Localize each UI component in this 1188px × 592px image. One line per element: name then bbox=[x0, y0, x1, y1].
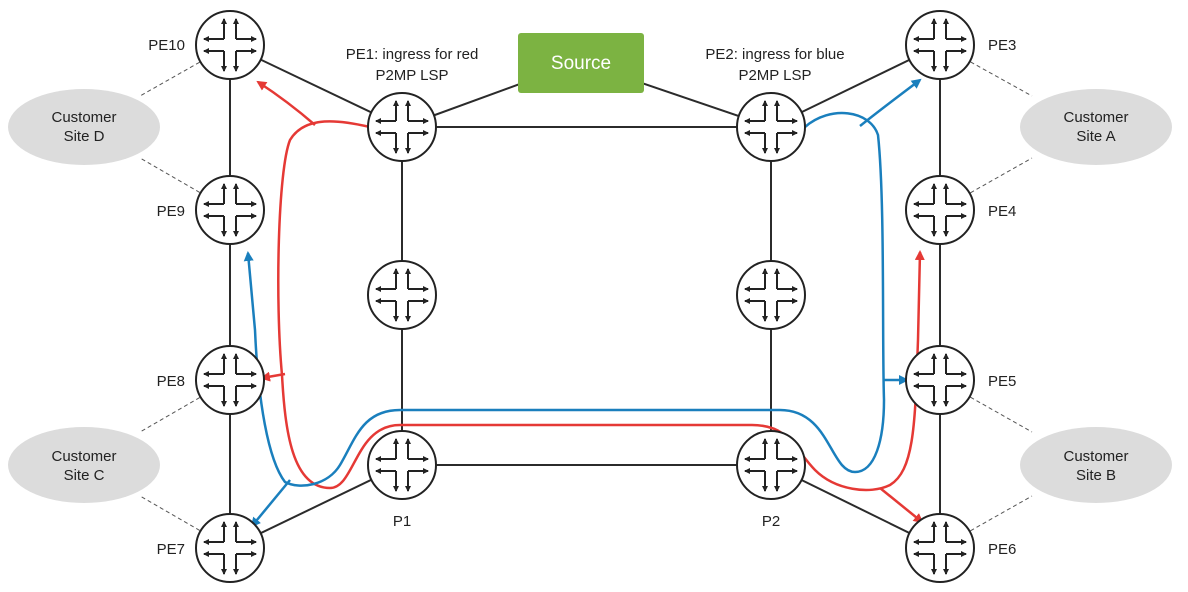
svg-text:Site B: Site B bbox=[1076, 467, 1116, 484]
label-pe8: PE8 bbox=[157, 373, 185, 390]
router-icon bbox=[906, 176, 974, 244]
router-icon bbox=[737, 261, 805, 329]
svg-text:Customer: Customer bbox=[51, 109, 116, 126]
svg-text:Source: Source bbox=[551, 53, 611, 74]
label-pe7: PE7 bbox=[157, 541, 185, 558]
router-pe4 bbox=[906, 176, 974, 244]
site-attachments bbox=[139, 44, 1033, 549]
router-icon bbox=[737, 93, 805, 161]
pe2-annotation-line1: PE2: ingress for blue bbox=[705, 46, 844, 63]
router-transit-right bbox=[737, 261, 805, 329]
router-icon bbox=[196, 346, 264, 414]
customer-site-a: Customer Site A bbox=[1020, 89, 1172, 165]
router-icon bbox=[196, 176, 264, 244]
label-p1: P1 bbox=[393, 513, 411, 530]
pe1-annotation-line1: PE1: ingress for red bbox=[346, 46, 479, 63]
router-icon bbox=[196, 514, 264, 582]
router-p2 bbox=[737, 431, 805, 499]
router-pe3 bbox=[906, 11, 974, 79]
router-transit-left bbox=[368, 261, 436, 329]
label-pe9: PE9 bbox=[157, 203, 185, 220]
router-icon bbox=[906, 11, 974, 79]
svg-text:Customer: Customer bbox=[1063, 109, 1128, 126]
svg-text:Customer: Customer bbox=[1063, 448, 1128, 465]
source-box: Source bbox=[518, 33, 644, 93]
router-icon bbox=[196, 11, 264, 79]
router-pe2 bbox=[737, 93, 805, 161]
red-p2mp-lsp bbox=[256, 80, 925, 524]
label-pe4: PE4 bbox=[988, 203, 1016, 220]
pe1-annotation-line2: P2MP LSP bbox=[375, 67, 448, 84]
router-pe8 bbox=[196, 346, 264, 414]
customer-site-c: Customer Site C bbox=[8, 427, 160, 503]
router-icon bbox=[368, 431, 436, 499]
router-icon bbox=[906, 346, 974, 414]
router-pe7 bbox=[196, 514, 264, 582]
router-p1 bbox=[368, 431, 436, 499]
label-pe3: PE3 bbox=[988, 37, 1016, 54]
customer-site-b: Customer Site B bbox=[1020, 427, 1172, 503]
pe2-annotation-line2: P2MP LSP bbox=[738, 67, 811, 84]
svg-text:Site D: Site D bbox=[64, 128, 105, 145]
customer-site-d: Customer Site D bbox=[8, 89, 160, 165]
svg-text:Site C: Site C bbox=[64, 467, 105, 484]
label-pe6: PE6 bbox=[988, 541, 1016, 558]
router-pe6 bbox=[906, 514, 974, 582]
router-icon bbox=[368, 261, 436, 329]
router-pe9 bbox=[196, 176, 264, 244]
label-pe5: PE5 bbox=[988, 373, 1016, 390]
router-pe10 bbox=[196, 11, 264, 79]
router-icon bbox=[368, 93, 436, 161]
router-pe1 bbox=[368, 93, 436, 161]
blue-p2mp-lsp bbox=[243, 78, 922, 528]
svg-text:Customer: Customer bbox=[51, 448, 116, 465]
router-pe5 bbox=[906, 346, 974, 414]
label-p2: P2 bbox=[762, 513, 780, 530]
svg-text:Site A: Site A bbox=[1076, 128, 1115, 145]
router-icon bbox=[906, 514, 974, 582]
router-icon bbox=[737, 431, 805, 499]
label-pe10: PE10 bbox=[148, 37, 185, 54]
